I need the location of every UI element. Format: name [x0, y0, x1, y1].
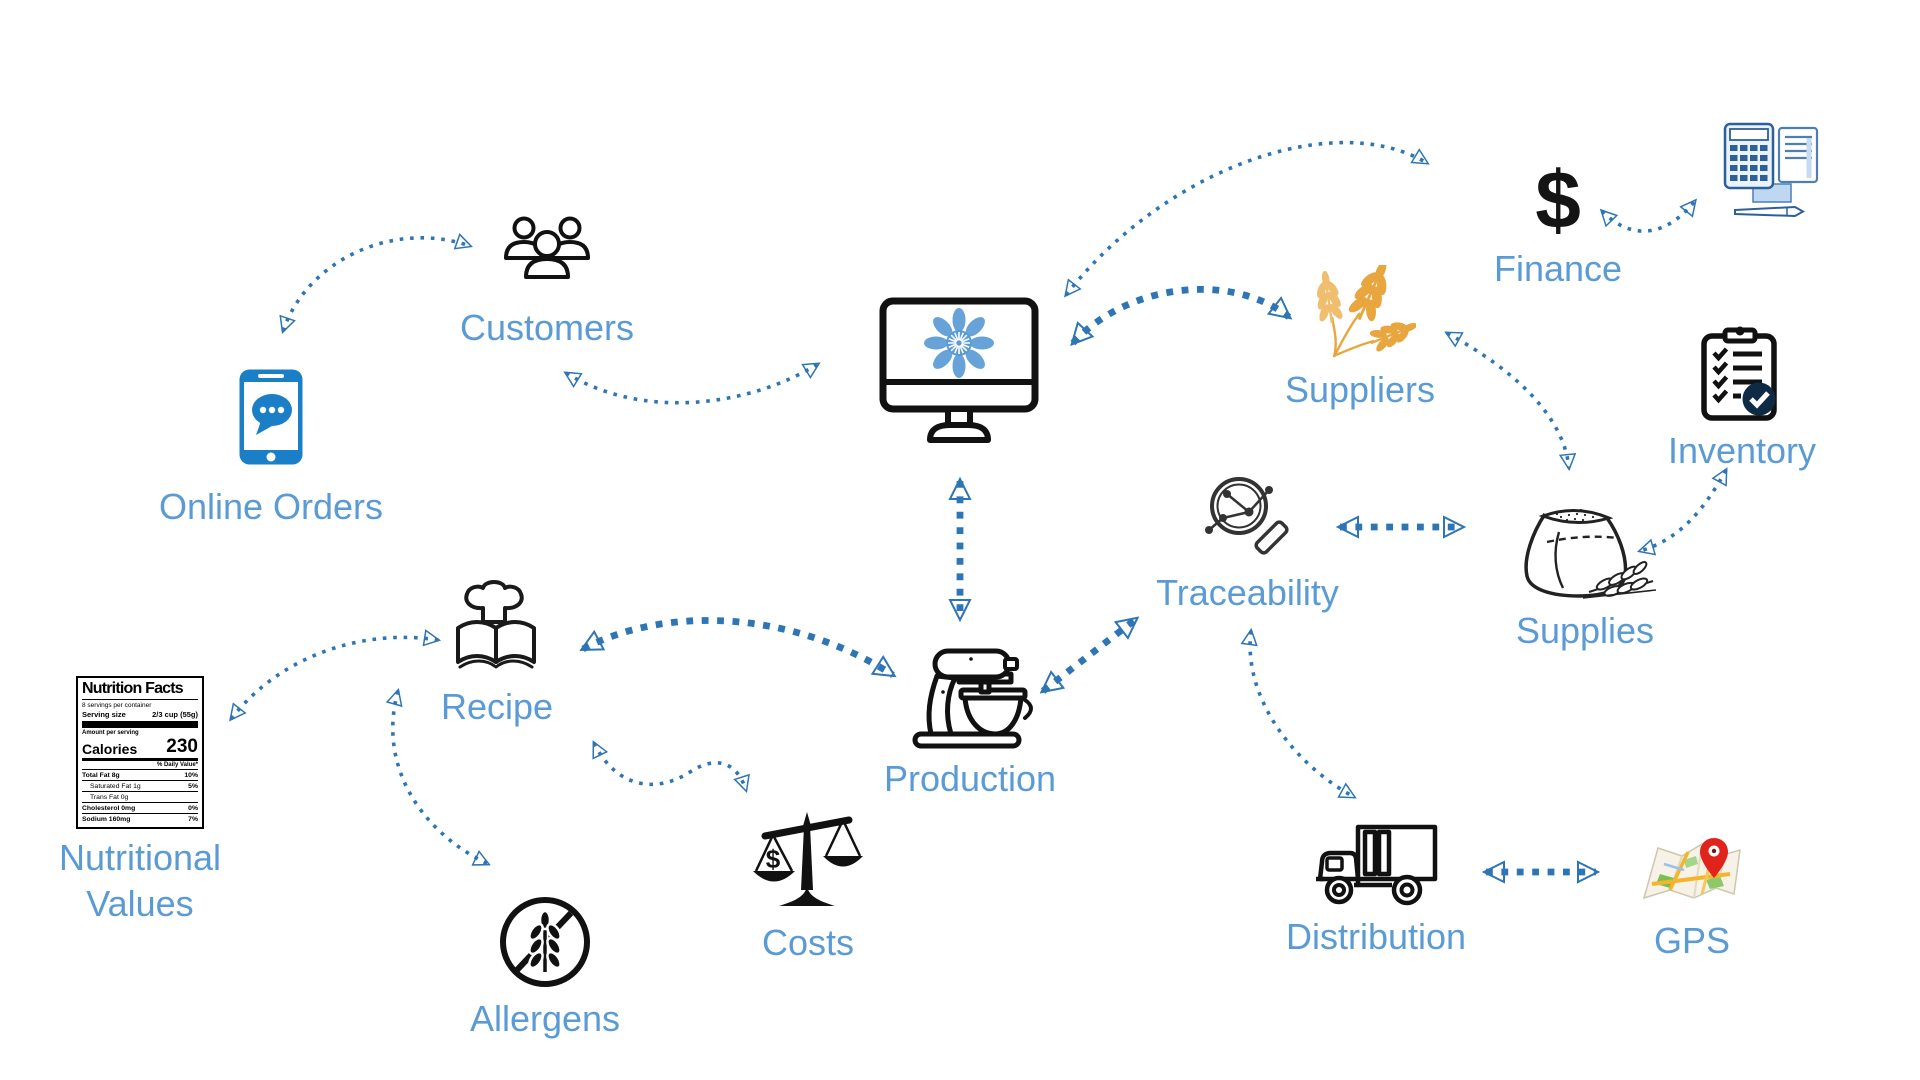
node-accounting — [1718, 122, 1828, 222]
production-label: Production — [883, 758, 1057, 799]
dollar-glyph: $ — [766, 844, 781, 874]
edge-recipe-costs — [592, 743, 746, 790]
supplies-label: Supplies — [1515, 610, 1655, 651]
edge-recipe-production — [583, 617, 893, 678]
serving-size-value: 2/3 cup (55g) — [152, 710, 198, 719]
magnifier-network-icon — [1204, 477, 1289, 555]
flower-logo — [924, 308, 994, 378]
edge-finance-calculator — [1602, 201, 1695, 233]
traceability-label: Traceability — [1156, 572, 1339, 613]
node-finance: $ Finance — [1458, 155, 1658, 292]
balance-scale-icon: $ — [753, 812, 863, 906]
edge-inventory-supplies — [1640, 470, 1728, 551]
inventory-label: Inventory — [1667, 430, 1817, 471]
gps-label: GPS — [1653, 920, 1731, 961]
calories-label: Calories — [82, 741, 138, 757]
costs-label: Costs — [761, 922, 855, 963]
recipe-label: Recipe — [440, 686, 554, 727]
delivery-truck-icon — [1316, 824, 1438, 906]
distribution-label: Distribution — [1285, 916, 1467, 957]
customers-label: Customers — [459, 307, 635, 348]
node-recipe: Recipe — [397, 578, 597, 730]
suppliers-label: Suppliers — [1284, 369, 1436, 410]
nutrition-servings: 8 servings per container — [82, 702, 152, 709]
node-online-orders: Online Orders — [121, 368, 421, 530]
divider-bar — [82, 721, 198, 728]
clipboard-checklist-icon — [1701, 326, 1777, 421]
edge-traceability-production — [1043, 616, 1136, 694]
node-inventory: Inventory — [1632, 326, 1852, 474]
online-orders-label: Online Orders — [158, 486, 384, 527]
node-production: Production — [840, 646, 1100, 802]
chef-hat-book-icon — [456, 580, 536, 669]
computer-monitor-flower-icon — [879, 297, 1039, 443]
wheat-icon — [1310, 265, 1416, 358]
nutrition-row: Saturated Fat 1g — [90, 782, 141, 790]
nutrition-row: Trans Fat 0g — [90, 793, 129, 801]
flour-sack-icon — [1523, 508, 1656, 599]
allergens-label: Allergens — [469, 998, 621, 1039]
node-customers: Customers — [417, 213, 677, 351]
node-traceability: Traceability — [1115, 472, 1380, 616]
edge-customers-monitor — [566, 364, 818, 405]
amount-per-serving: Amount per serving — [82, 730, 139, 736]
smartphone-chat-icon — [239, 369, 303, 465]
finance-label: Finance — [1493, 248, 1623, 289]
nutritional-values-label: Nutritional Values — [58, 837, 222, 925]
serving-size-label: Serving size — [82, 710, 126, 719]
nutrition-row: Total Fat 8g — [82, 771, 120, 779]
node-distribution: Distribution — [1246, 824, 1506, 960]
node-computer-hub — [878, 296, 1040, 448]
edge-monitor-finance — [1066, 140, 1427, 295]
node-supplies: Supplies — [1475, 480, 1695, 654]
node-costs: $ Costs — [708, 810, 908, 966]
no-gluten-icon — [500, 897, 590, 987]
nutrition-facts-label: Nutrition Facts 8 servings per container… — [76, 676, 204, 829]
map-pin-icon — [1642, 838, 1741, 900]
nutrition-row: Cholesterol 0mg — [82, 804, 136, 812]
edge-monitor-suppliers — [1073, 286, 1289, 343]
edge-traceability-distribution — [1250, 631, 1354, 799]
node-suppliers: Suppliers — [1240, 265, 1480, 413]
node-allergens: Allergens — [425, 894, 665, 1042]
nutrition-title: Nutrition Facts — [82, 681, 198, 700]
node-gps: GPS — [1592, 834, 1792, 964]
calculator-receipt-pen-icon — [1723, 122, 1819, 218]
stand-mixer-icon — [912, 648, 1033, 749]
calories-value: 230 — [166, 736, 198, 757]
daily-value-header: % Daily Value* — [156, 762, 198, 768]
node-nutritional-values: Nutrition Facts 8 servings per container… — [10, 676, 270, 927]
nutrition-row: Sodium 160mg — [82, 815, 131, 823]
dollar-sign-icon: $ — [1535, 155, 1581, 246]
edge-online-orders-customers — [283, 238, 470, 331]
divider-bar — [82, 758, 198, 761]
edge-suppliers-supplies — [1447, 331, 1569, 468]
people-group-icon — [504, 216, 590, 279]
